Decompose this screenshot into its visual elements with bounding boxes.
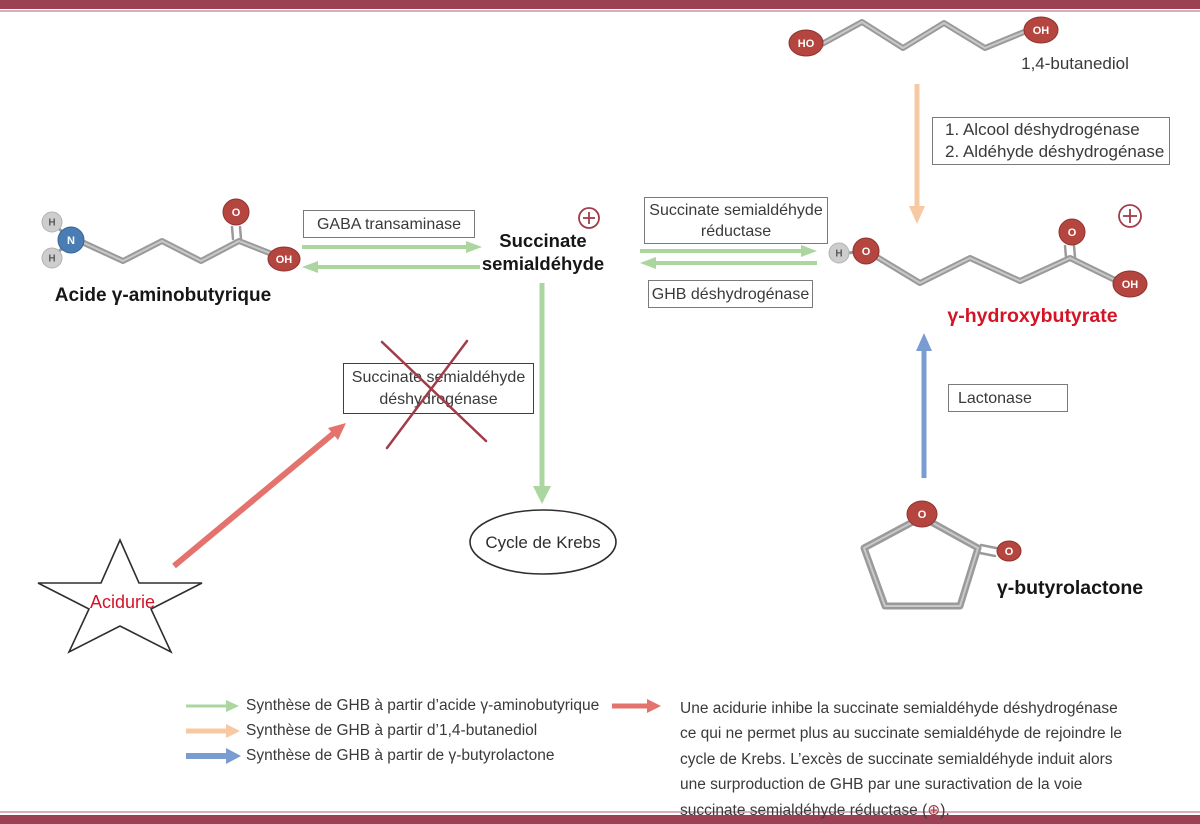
atom-oh [267, 246, 301, 272]
butyrolactone-molecule: O O [860, 500, 1022, 610]
double-bond [230, 225, 235, 241]
atom-o [1058, 218, 1086, 246]
ellipse-shape [469, 509, 617, 575]
atom-o-label: O [918, 509, 927, 521]
butanediol-pathway-arrow [909, 84, 925, 224]
arrow-head [302, 261, 318, 273]
arrow-head [226, 700, 239, 712]
atom-o [996, 540, 1022, 562]
legend-green-arrow [186, 700, 239, 712]
atom-oh-label: OH [1122, 279, 1139, 291]
atom-oh-label: OH [1033, 25, 1050, 37]
succinate-to-krebs-arrow [533, 283, 551, 504]
plus-circle-icon [1118, 204, 1142, 228]
double-bond [1072, 244, 1077, 259]
atom-h-label: H [48, 218, 55, 229]
gaba-transaminase-arrows [302, 241, 482, 273]
legend-blue-arrow [186, 748, 241, 764]
star-shape [37, 538, 203, 654]
atom-h [41, 211, 63, 233]
atom-oh [1023, 16, 1059, 44]
double-bond [238, 225, 243, 241]
arrow-head [466, 241, 482, 253]
atom-o-label: O [1068, 227, 1077, 239]
atom-h [41, 247, 63, 269]
atom-oh-label: OH [276, 254, 293, 266]
atom-o [906, 500, 938, 528]
top-frame-bar [0, 0, 1200, 9]
atom-h-label: H [48, 254, 55, 265]
double-bond [979, 543, 998, 550]
arrow-head [916, 333, 932, 351]
bottom-frame-line [0, 811, 1200, 813]
top-frame-line [0, 10, 1200, 12]
arrow-head [226, 724, 240, 738]
legend-red-arrow [612, 699, 661, 713]
legend-orange-arrow [186, 724, 240, 738]
atom-n-label: N [67, 235, 75, 247]
arrow-head [226, 748, 241, 764]
gaba-molecule: H H N O OH [41, 198, 301, 272]
reductase-arrows [640, 245, 817, 269]
plus-circle-icon [578, 207, 600, 229]
krebs-cycle-node [469, 509, 617, 575]
double-bond [1063, 244, 1068, 259]
bond-highlight [821, 21, 1025, 49]
atom-ho-label: HO [798, 38, 815, 50]
bond-highlight [83, 240, 278, 262]
atom-n [57, 226, 85, 254]
arrow-head [801, 245, 817, 257]
ghb-molecule: H O O OH [828, 218, 1148, 298]
atom-o-label: O [862, 246, 871, 258]
double-bond [978, 551, 997, 558]
bottom-frame-bar [0, 815, 1200, 824]
aciduria-star [37, 538, 203, 654]
atom-o-label: O [1005, 546, 1014, 558]
arrow-head [647, 699, 661, 713]
butanediol-molecule: HO OH [788, 16, 1059, 57]
plus-circle-ring [578, 207, 600, 229]
bond-highlight [876, 256, 1116, 284]
atom-ho [788, 29, 824, 57]
arrow-head [909, 206, 925, 224]
arrow-head [533, 486, 551, 504]
arrow-head [640, 257, 656, 269]
aciduria-inhibition-arrow [172, 423, 346, 569]
atom-h [828, 242, 850, 264]
atom-oh [1112, 270, 1148, 298]
atom-o-label: O [232, 207, 241, 219]
plus-circle-ring [1118, 204, 1142, 228]
atom-o [852, 237, 880, 265]
atom-h-label: H [835, 249, 842, 260]
butyrolactone-pathway-arrow [916, 333, 932, 478]
ring-highlight [863, 516, 979, 607]
arrow-line [172, 430, 336, 569]
atom-o [222, 198, 250, 226]
arrow-head [328, 423, 346, 440]
